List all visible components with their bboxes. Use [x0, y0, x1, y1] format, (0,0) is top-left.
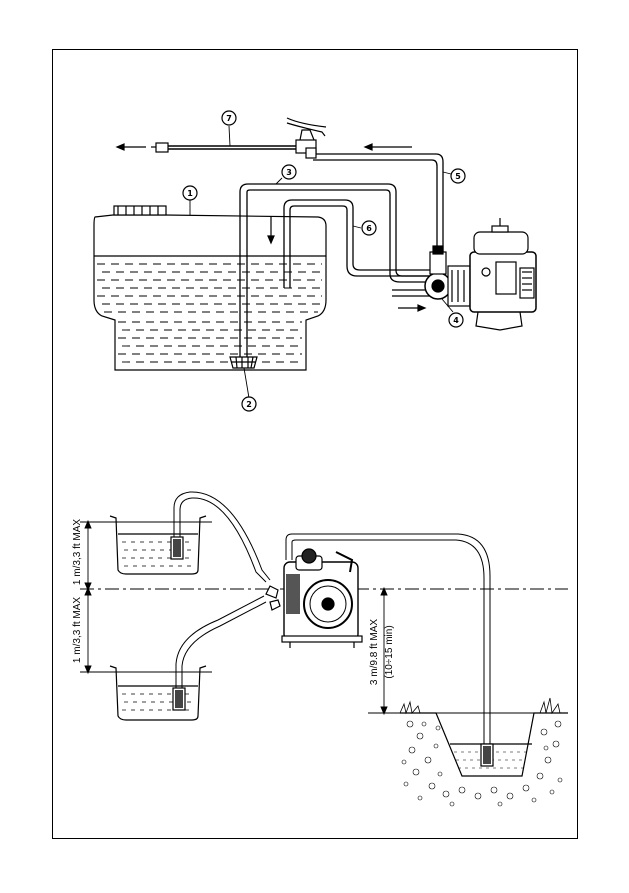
outlet-flow-arrow [115, 143, 146, 151]
pit-hose [285, 533, 491, 744]
spray-lance [151, 117, 327, 159]
lower-limit-label: 1 m/3,3 ft MAX [72, 597, 83, 663]
upper-container [109, 491, 271, 583]
dimension-lower [84, 586, 92, 675]
callout-1-label: 1 [187, 189, 193, 198]
pit-time-label: (10÷15 min) [384, 625, 395, 678]
callout-2-label: 2 [246, 400, 252, 409]
return-flow-arrow [267, 216, 275, 245]
delivery-hose [313, 153, 444, 252]
callout-7-label: 7 [226, 114, 232, 123]
delivery-flow-arrow [363, 143, 412, 151]
pit-depth-label: 3 m/9.8 ft MAX [369, 619, 380, 685]
dimension-upper [84, 519, 92, 592]
callout-5-label: 5 [455, 172, 461, 181]
lower-container [109, 595, 267, 721]
callout-4-label: 4 [453, 316, 459, 325]
pit [399, 697, 568, 807]
tank [93, 205, 327, 371]
filter [229, 356, 258, 369]
dimension-pit [380, 586, 388, 716]
callout-leaders [189, 125, 454, 399]
pump-flow-arrow [398, 304, 427, 312]
pump-unit [424, 218, 537, 331]
suction-hose [239, 183, 432, 357]
callout-circles [182, 110, 466, 412]
page-frame [52, 49, 578, 839]
callout-3-label: 3 [286, 168, 292, 177]
callout-6-label: 6 [366, 224, 372, 233]
pump-illustration [265, 548, 363, 648]
upper-limit-label: 1 m/3,3 ft MAX [72, 519, 83, 585]
